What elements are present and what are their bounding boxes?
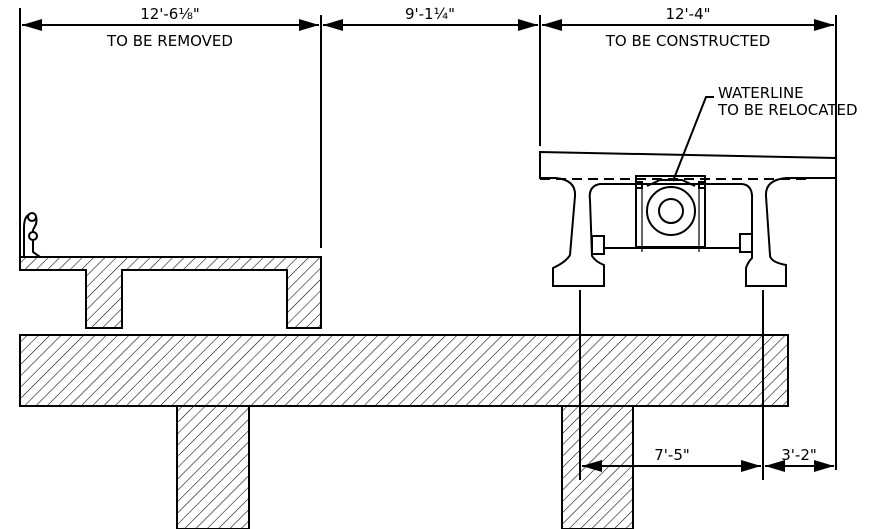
dimension-overhang-value: 3'-2" [781,446,817,464]
existing-deck-concrete [19,256,322,329]
new-deck-section: WATERLINE TO BE RELOCATED [539,84,858,287]
top-dimension-chain: 12'-6⅛" TO BE REMOVED 9'-1¼" 12'-4" TO B… [19,5,837,470]
column-left [176,405,250,529]
pier-columns [176,405,634,529]
dimension-constructed-value: 12'-4" [665,5,710,23]
waterline-leader [672,96,714,182]
existing-deck-section [19,212,322,329]
bottom-dimension-chain: 7'-5" 3'-2" [579,290,834,480]
waterline-callout-line2: TO BE RELOCATED [717,101,858,119]
waterline-pipe-icon [591,179,753,255]
dimension-constructed-label: TO BE CONSTRUCTED [605,32,771,50]
dimension-gap-value: 9'-1¼" [405,5,455,23]
dimension-girder-spacing-value: 7'-5" [654,446,690,464]
pier-cap [19,334,789,407]
dimension-removed-label: TO BE REMOVED [106,32,233,50]
dimension-removed-value: 12'-6⅛" [140,5,200,23]
waterline-callout-line1: WATERLINE [718,84,804,102]
new-deck-girder-outline [539,150,837,287]
column-right [561,405,634,529]
railing-post-icon [23,212,41,258]
